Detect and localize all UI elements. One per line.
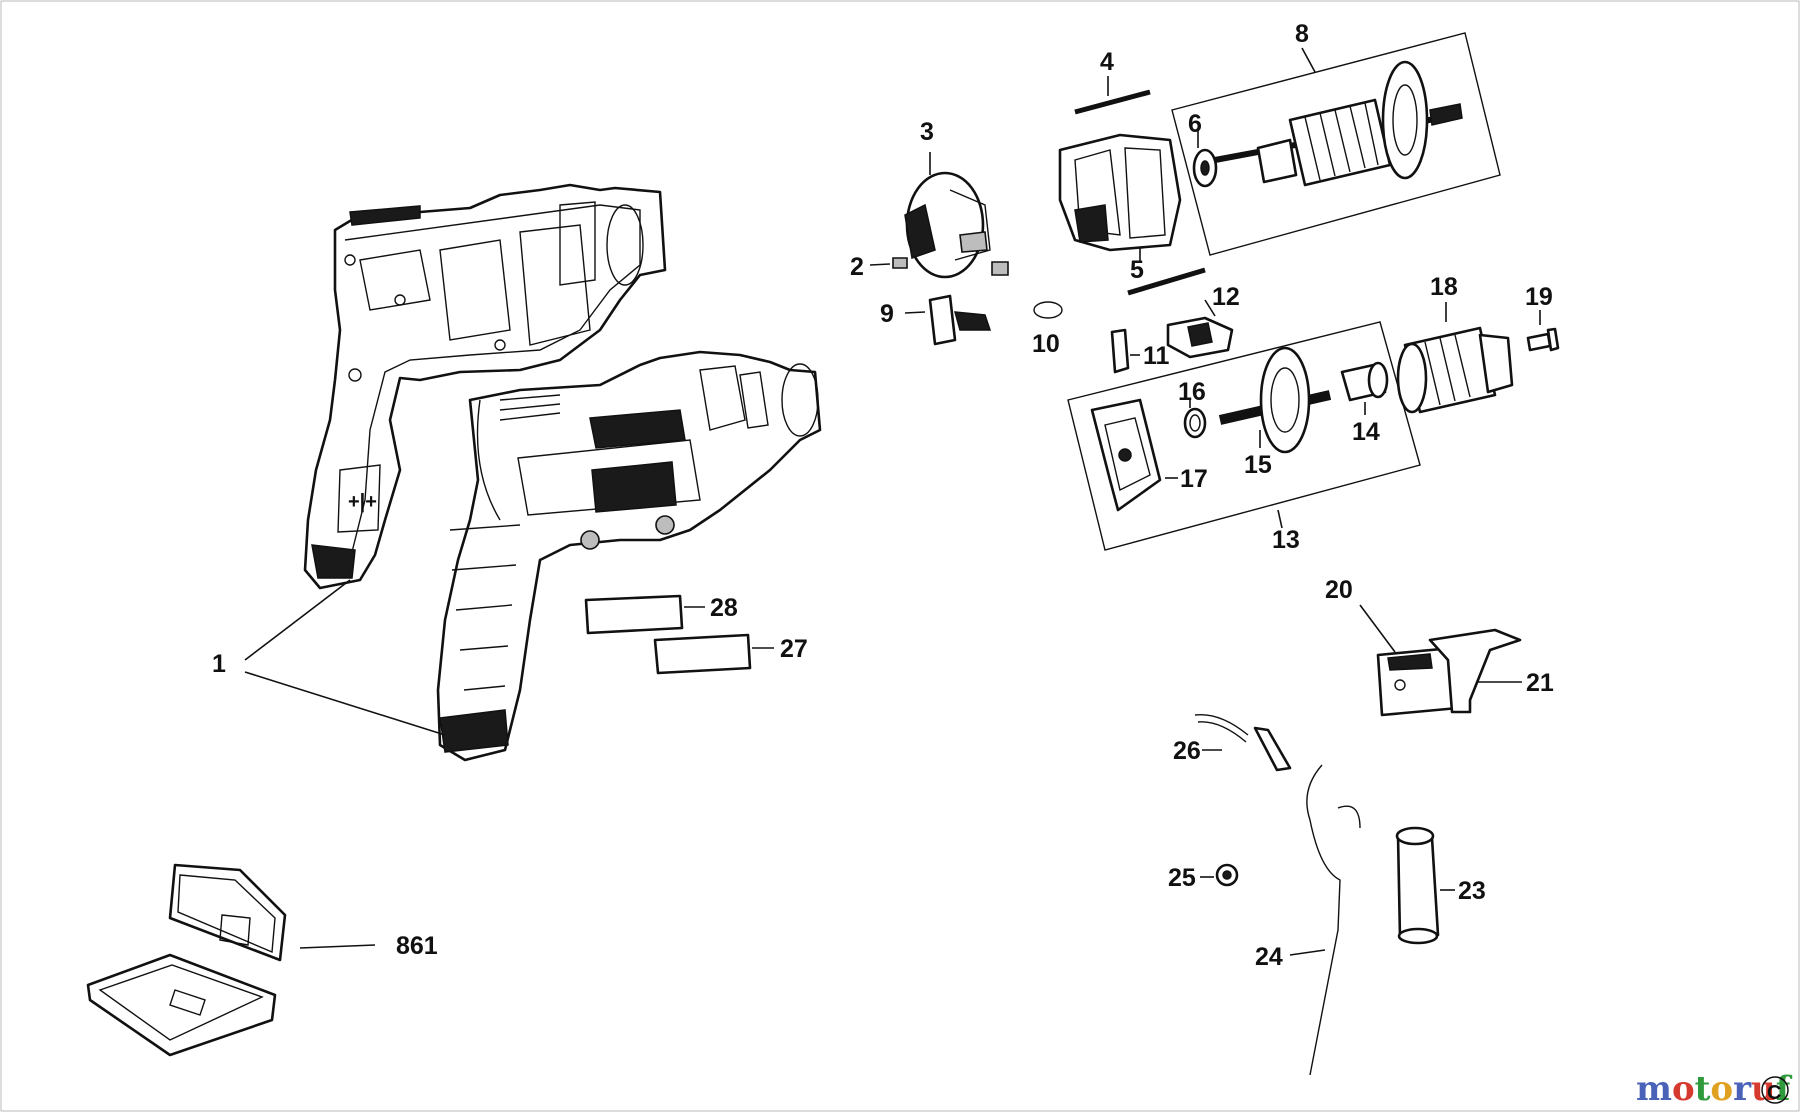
svg-text:+|+: +|+ xyxy=(348,491,377,513)
chuck-screw-19: 19 xyxy=(1525,283,1560,352)
label-part-23: 23 xyxy=(1458,877,1486,905)
watermark-letter: o xyxy=(1672,1069,1695,1109)
brush-holder-3: 3 xyxy=(904,118,991,279)
label-part-2: 2 xyxy=(850,253,864,281)
label-part-10: 10 xyxy=(1032,330,1060,358)
label-part-4: 4 xyxy=(1100,48,1114,76)
bearing-6: 6 xyxy=(1188,110,1218,188)
label-part-17: 17 xyxy=(1180,465,1208,493)
rating-label-27: 27 xyxy=(653,633,808,675)
carry-case-861: 861 xyxy=(86,863,438,1057)
clip-10: 10 xyxy=(1032,301,1063,358)
watermark-letter: o xyxy=(1710,1069,1733,1109)
screw-5: 5 xyxy=(1127,248,1206,296)
trigger-21: 21 xyxy=(1428,628,1554,714)
nut-25: 25 xyxy=(1168,863,1239,892)
leader-1b xyxy=(244,671,446,736)
rating-label-28: 28 xyxy=(584,594,738,635)
armature-assembly-8: 8 xyxy=(1171,20,1501,256)
label-part-8: 8 xyxy=(1295,20,1309,48)
spindle-gear-15: 15 xyxy=(1218,346,1332,479)
gearbox-assembly-13: 13 xyxy=(1067,321,1421,554)
label-part-12: 12 xyxy=(1212,283,1240,311)
label-part-20: 20 xyxy=(1325,576,1353,604)
leader-1a xyxy=(244,579,351,661)
label-part-861: 861 xyxy=(396,932,438,960)
brush-spring-9: 9 xyxy=(880,294,992,346)
label-part-28: 28 xyxy=(710,594,738,622)
screw-4: 4 xyxy=(1074,48,1151,115)
gear-plate-17: 17 xyxy=(1090,398,1208,512)
lever-11: 11 xyxy=(1110,328,1170,374)
spring-16: 16 xyxy=(1178,378,1207,439)
watermark-letter: m xyxy=(1636,1069,1672,1109)
label-part-13: 13 xyxy=(1272,526,1300,554)
label-part-18: 18 xyxy=(1430,273,1458,301)
label-part-9: 9 xyxy=(880,300,894,328)
watermark-letter: t xyxy=(1695,1069,1711,1109)
bushing-14: 14 xyxy=(1340,361,1389,446)
label-part-19: 19 xyxy=(1525,283,1553,311)
label-part-6: 6 xyxy=(1188,110,1202,138)
copyright-badge xyxy=(1761,1076,1789,1104)
label-part-3: 3 xyxy=(920,118,934,146)
copyright-badge-text: C xyxy=(1767,1082,1781,1104)
watermark-letter: r xyxy=(1733,1069,1752,1109)
label-part-26: 26 xyxy=(1173,737,1201,765)
chuck-18: 18 xyxy=(1396,273,1514,414)
label-part-5: 5 xyxy=(1130,256,1144,284)
watermark-letter: f xyxy=(1776,1069,1793,1109)
label-part-24: 24 xyxy=(1255,943,1283,971)
cable-clamp-26: 26 xyxy=(1173,713,1292,772)
label-part-15: 15 xyxy=(1244,451,1272,479)
switch-20: 20 xyxy=(1325,576,1460,717)
watermark-logo: motoruf C xyxy=(1636,1069,1793,1109)
housing-left-half: +|+ xyxy=(303,183,667,590)
side-handle-23: 23 xyxy=(1395,826,1486,945)
label-part-1: 1 xyxy=(212,650,226,678)
lock-button-12: 12 xyxy=(1166,283,1240,359)
label-part-21: 21 xyxy=(1526,669,1554,697)
label-part-11: 11 xyxy=(1143,342,1170,370)
label-part-16: 16 xyxy=(1178,378,1206,406)
label-part-27: 27 xyxy=(780,635,808,663)
carbon-brush-2: 2 xyxy=(850,253,1009,281)
svg-text:motoruf: motoruf xyxy=(1636,1069,1793,1109)
depth-rod-24: 24 xyxy=(1255,764,1361,1076)
label-part-25: 25 xyxy=(1168,864,1196,892)
field-stator xyxy=(1058,133,1182,252)
housing-right-half xyxy=(436,350,822,762)
label-part-14: 14 xyxy=(1352,418,1380,446)
